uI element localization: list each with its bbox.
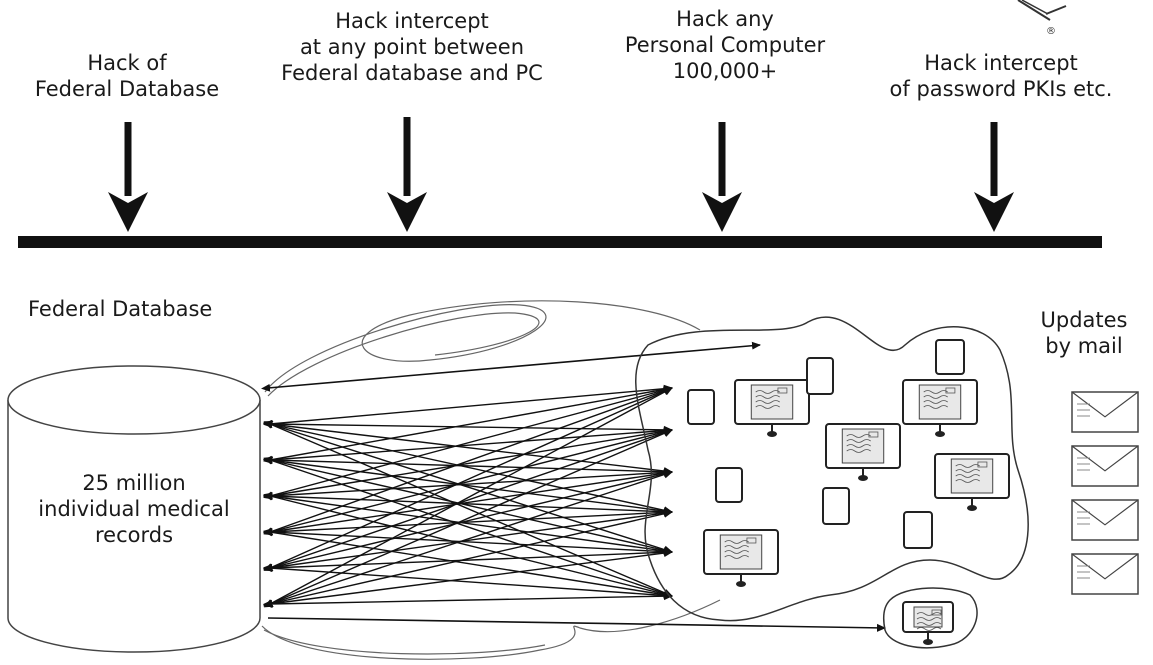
remote-computer-island (882, 587, 978, 649)
attack-label-pc: Hack any Personal Computer 100,000+ (624, 7, 826, 83)
envelope-icon (1071, 391, 1139, 433)
attack-arrow-1 (108, 122, 148, 232)
connection-arrow (263, 420, 673, 554)
envelope-icon (1071, 499, 1139, 541)
connection-arrow (263, 386, 673, 500)
arrow-to-cloud-top (261, 341, 761, 392)
tablet-icon (903, 511, 933, 549)
monitor-icon (734, 379, 810, 437)
logo-fragment: ® (1017, 0, 1067, 37)
database-contents: 25 million individual medical records (38, 471, 230, 547)
connection-arrow (263, 456, 673, 476)
monitor-icon (703, 529, 779, 587)
device-group (687, 339, 1010, 645)
monitor-icon (825, 423, 901, 481)
tablet-icon (935, 339, 965, 375)
attack-label-pki: Hack intercept of password PKIs etc. (889, 51, 1113, 101)
database-cylinder-icon (7, 365, 261, 653)
connection-arrow (263, 420, 673, 434)
mail-updates-label: Updates by mail (1040, 308, 1128, 358)
tablet-icon (715, 467, 743, 503)
monitor-icon (902, 601, 954, 645)
connection-arrow (263, 509, 673, 608)
connection-arrow (263, 387, 673, 571)
connection-arrow (263, 420, 673, 476)
attack-label-intercept: Hack intercept at any point between Fede… (281, 9, 543, 85)
separator-bar (18, 236, 1102, 248)
tablet-icon (806, 357, 834, 395)
tablet-icon (822, 487, 850, 525)
connection-mesh (263, 384, 673, 608)
attack-arrow-3 (702, 122, 742, 232)
attack-label-database: Hack of Federal Database (34, 51, 220, 101)
arrow-to-island (267, 617, 886, 632)
connection-arrow (263, 592, 673, 608)
computer-network-cloud (635, 316, 1029, 622)
connection-arrow (263, 385, 673, 464)
attack-arrow-4 (974, 122, 1014, 232)
connection-arrow (263, 384, 673, 428)
tablet-icon (687, 389, 715, 425)
envelope-icon (1071, 445, 1139, 487)
envelope-stack (1071, 391, 1139, 595)
connection-arrow (263, 508, 673, 536)
database-title: Federal Database (28, 297, 213, 321)
trademark-symbol: ® (1046, 26, 1056, 37)
monitor-icon (902, 379, 978, 437)
attack-arrow-2 (387, 117, 427, 232)
connection-arrow (263, 387, 673, 608)
monitor-icon (934, 453, 1010, 511)
envelope-icon (1071, 553, 1139, 595)
